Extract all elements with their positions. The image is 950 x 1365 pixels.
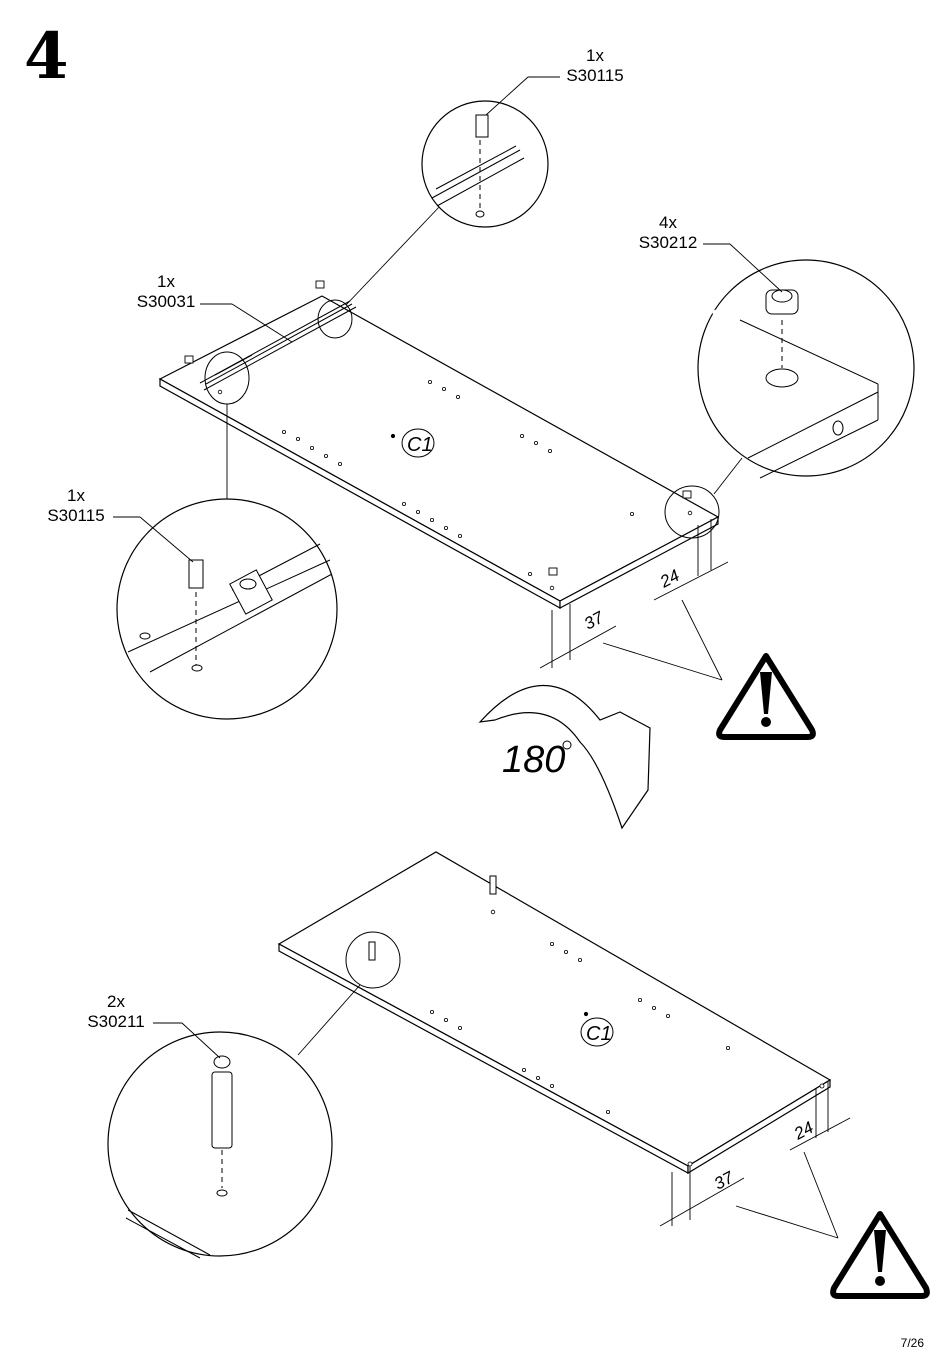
panel-label-c1-bottom: C1: [580, 1017, 614, 1047]
callout-qty: 1x: [586, 46, 604, 65]
panel-label-c1-top: C1: [401, 428, 435, 458]
callout-qty: 1x: [67, 486, 85, 505]
svg-text:C1: C1: [407, 434, 433, 456]
step-number: 4: [24, 19, 69, 94]
callout-code: S30211: [87, 1012, 145, 1031]
callout-qty: 1x: [157, 272, 175, 291]
detail-s30115-top: [421, 100, 549, 228]
callout-code: S30212: [638, 233, 698, 252]
leader-lines: [113, 76, 783, 1059]
top-panel: [158, 280, 720, 610]
callout-qty: 2x: [107, 992, 125, 1011]
dimension-lines-top: [539, 519, 729, 681]
page-number: 7/26: [900, 1336, 924, 1350]
rotate-180-arrow: 180: [478, 685, 651, 830]
detail-s30212: [697, 259, 915, 479]
warning-triangle-icon: [830, 1211, 930, 1299]
callout-code: S30115: [47, 506, 105, 525]
callout-code: S30031: [136, 292, 196, 311]
svg-text:24: 24: [790, 1118, 817, 1144]
callout-s30212: 4x S30212: [632, 213, 704, 253]
svg-text:C1: C1: [586, 1023, 612, 1045]
dimension-lines-bottom: [659, 1082, 851, 1239]
svg-text:37: 37: [711, 1168, 737, 1194]
detail-s30211: [107, 1031, 333, 1259]
callout-s30211: 2x S30211: [80, 992, 152, 1032]
callout-code: S30115: [566, 66, 624, 85]
callout-s30115-left: 1x S30115: [40, 486, 112, 526]
svg-text:24: 24: [656, 566, 683, 592]
warning-triangle-icon: [716, 653, 816, 740]
callout-s30031: 1x S30031: [130, 272, 202, 312]
svg-text:37: 37: [581, 608, 607, 634]
callout-s30115-top: 1x S30115: [560, 46, 630, 86]
detail-s30115-left: [116, 498, 338, 720]
svg-text:180: 180: [502, 739, 565, 781]
callout-qty: 4x: [659, 213, 677, 232]
bottom-panel: [277, 851, 832, 1175]
